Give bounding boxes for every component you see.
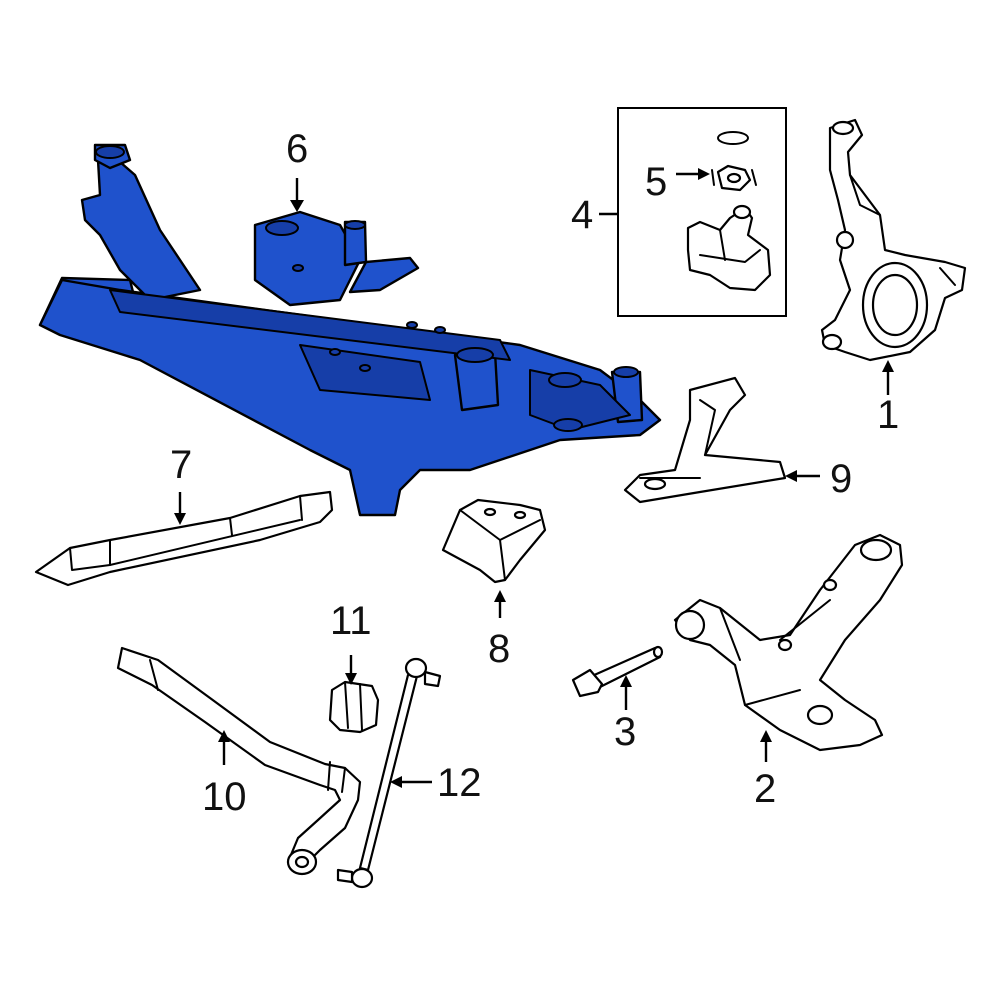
ball-joint-part-4[interactable]: [686, 204, 772, 292]
lower-control-arm-part-2[interactable]: [673, 533, 904, 752]
leader-arrows: [174, 168, 894, 788]
ball-joint-kit-box: [617, 107, 787, 317]
steering-knuckle-part-1[interactable]: [820, 118, 967, 362]
bushing-part-11[interactable]: [328, 680, 380, 734]
stabilizer-bar-part-10[interactable]: [116, 646, 362, 876]
bolt-part-3[interactable]: [571, 645, 664, 698]
callout-10: 10: [202, 775, 247, 819]
nut-part-5[interactable]: [711, 131, 757, 192]
callout-12: 12: [437, 761, 482, 805]
mount-part-9[interactable]: [623, 376, 787, 504]
stabilizer-link-part-12[interactable]: [336, 657, 442, 889]
bracket-part-8[interactable]: [441, 498, 547, 584]
callout-4: 4: [571, 193, 593, 237]
callout-7: 7: [170, 443, 192, 487]
callout-2: 2: [754, 767, 776, 811]
callout-labels: 6 4 5 1 9 7 8 11 3 2 10 12: [170, 127, 899, 819]
callout-6: 6: [286, 127, 308, 171]
crossmember-part-6[interactable]: [38, 143, 662, 517]
callout-9: 9: [830, 457, 852, 501]
callout-1: 1: [877, 393, 899, 437]
callout-3: 3: [614, 710, 636, 754]
reinforcement-part-7[interactable]: [34, 490, 334, 587]
callout-5: 5: [645, 160, 667, 204]
callout-11: 11: [330, 599, 372, 643]
callout-8: 8: [488, 627, 510, 671]
